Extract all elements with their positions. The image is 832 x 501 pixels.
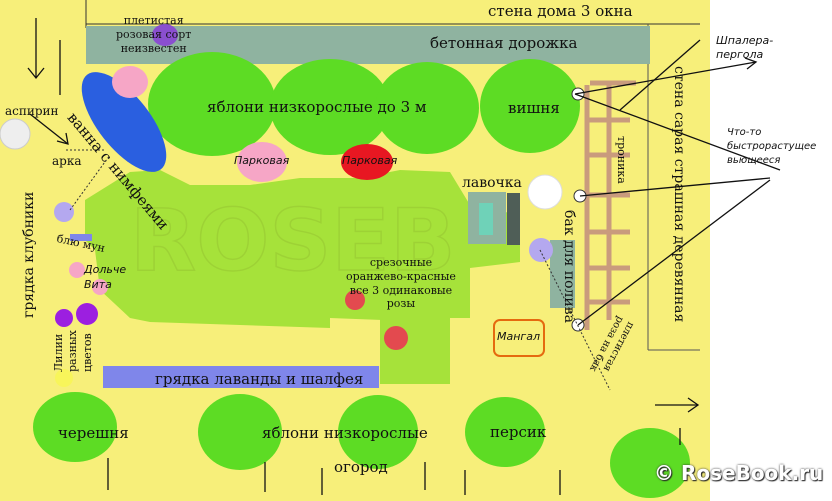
low-apples-top-label: яблони низкорослые до 3 м (207, 98, 427, 116)
bbq-label: Мангал (497, 330, 540, 343)
park-rose-pink (237, 142, 287, 182)
cut-rose-2 (384, 326, 408, 350)
aspirin-label: аспирин (5, 104, 59, 118)
cut-rose-1 (345, 290, 365, 310)
water-tank (550, 240, 575, 308)
tree-apple-low-1 (198, 394, 282, 470)
vegetable-garden-label: огород (334, 458, 388, 476)
bath-nymphaea (81, 72, 167, 172)
lilies-label: Лилии разных цветов (52, 330, 94, 372)
dolce-vita-label: Дольче Вита (84, 263, 127, 291)
peach-label: персик (490, 423, 547, 441)
dolce-vita-2 (92, 279, 108, 295)
sweet-cherry-label: черешня (58, 424, 129, 442)
tree-apple-3 (375, 62, 479, 154)
blue-moon-bar (70, 234, 92, 241)
cut-roses-label: срезочные оранжево-красные все 3 одинако… (346, 256, 456, 311)
fast-climber-white (527, 174, 563, 210)
right-white-margin (710, 0, 832, 501)
strawberry-bed-label: грядка клубники (21, 191, 37, 318)
concrete-path-label: бетонная дорожка (430, 34, 578, 52)
aspirin-plant (0, 118, 31, 150)
water-tank-label: бак для полива (561, 210, 577, 323)
dolce-vita-1 (69, 262, 85, 278)
park-rose-1-label: Парковая (234, 154, 290, 167)
arch-label: арка (52, 154, 82, 168)
lily-2 (76, 303, 98, 325)
lavender-bed (103, 366, 379, 388)
arrows (27, 18, 781, 495)
tree-apple-2 (270, 59, 390, 155)
bench-back (507, 193, 520, 245)
lavender-bed-label: грядка лаванды и шалфея (155, 370, 364, 388)
lily-1 (55, 309, 73, 327)
cherry-label: вишня (508, 99, 560, 117)
tree-extra (610, 428, 690, 498)
park-rose-2-label: Парковая (342, 154, 398, 167)
lily-yellow (55, 369, 73, 387)
climbing-rose-purple (152, 24, 178, 46)
tank-rose-lavender (529, 238, 553, 262)
arch-plant (54, 202, 74, 222)
low-apples-bottom-label: яблони низкорослые (262, 424, 428, 442)
bbq-grill (493, 319, 545, 357)
bg-watermark: ROSEB (130, 191, 456, 291)
trough-label: троника (615, 136, 628, 184)
bench-label: лавочка (462, 175, 522, 191)
tree-sweet-cherry (33, 392, 117, 462)
tree-apple-1 (148, 52, 276, 156)
park-rose-red (341, 144, 393, 180)
trellis-label: Шпалера- пергола (716, 34, 774, 62)
fast-climber-label: Что-то быстрорастущее вьющееся (727, 127, 817, 166)
house-wall-label: стена дома 3 окна (488, 2, 633, 20)
shed-wall-label: стена сарая страшная деревянная (671, 66, 687, 323)
tree-peach (465, 397, 545, 467)
tree-apple-low-2 (338, 395, 418, 469)
concrete-path (86, 26, 650, 64)
rosebook-watermark: © RoseBook.ru (654, 461, 824, 485)
climbing-rose-pink (112, 66, 148, 98)
tree-cherry (480, 59, 580, 153)
climbing-rose-label: плетистая розовая сорт неизвестен (116, 14, 192, 55)
